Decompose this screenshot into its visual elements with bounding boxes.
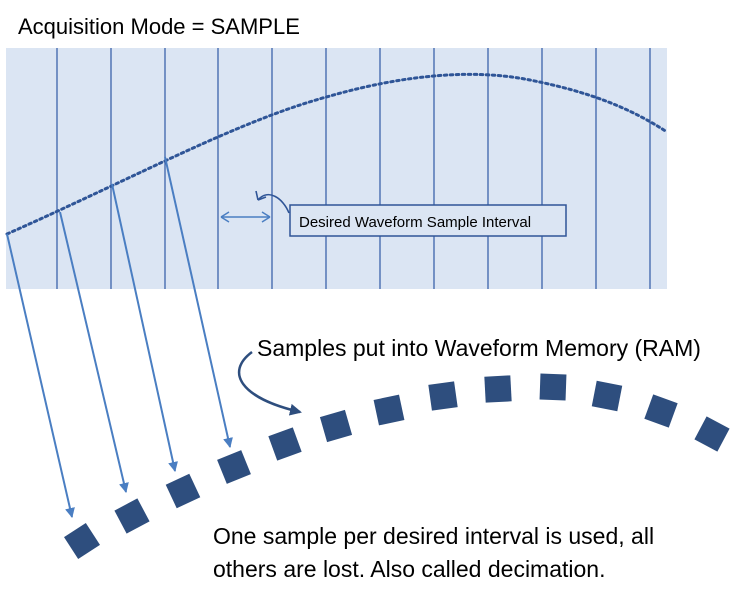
memory-sample-block	[64, 523, 100, 559]
memory-sample-block	[694, 416, 730, 452]
sample-arrow	[6, 233, 75, 518]
sample-interval-grid	[56, 48, 651, 289]
memory-sample-block	[217, 450, 251, 484]
waveform-memory-samples	[64, 373, 730, 559]
sample-arrow	[59, 211, 129, 493]
sample-transfer-arrows	[6, 156, 233, 518]
analog-waveform	[5, 72, 669, 236]
memory-sample-block	[644, 394, 678, 428]
decimation-note-line-2: others are lost. Also called decimation.	[213, 556, 605, 582]
interval-double-arrow	[220, 211, 271, 223]
acquisition-panel	[6, 48, 667, 289]
memory-sample-block	[428, 381, 458, 411]
memory-sample-block	[268, 427, 302, 461]
interval-callout-label: Desired Waveform Sample Interval	[299, 214, 531, 231]
sample-arrow	[164, 156, 233, 448]
interval-callout-pointer-head	[255, 190, 267, 201]
memory-label-pointer	[237, 350, 302, 416]
memory-sample-block	[591, 380, 623, 412]
memory-sample-block	[165, 473, 201, 509]
page-title: Acquisition Mode = SAMPLE	[18, 14, 300, 39]
memory-sample-block	[114, 498, 150, 534]
interval-callout-pointer	[257, 194, 290, 214]
memory-sample-block	[373, 394, 405, 426]
memory-label: Samples put into Waveform Memory (RAM)	[257, 335, 701, 361]
memory-sample-block	[539, 373, 567, 401]
interval-callout-box	[289, 204, 567, 237]
decimation-note-line-1: One sample per desired interval is used,…	[213, 523, 654, 549]
sample-arrow	[111, 183, 178, 472]
memory-sample-block	[484, 375, 512, 403]
memory-sample-block	[319, 409, 353, 443]
